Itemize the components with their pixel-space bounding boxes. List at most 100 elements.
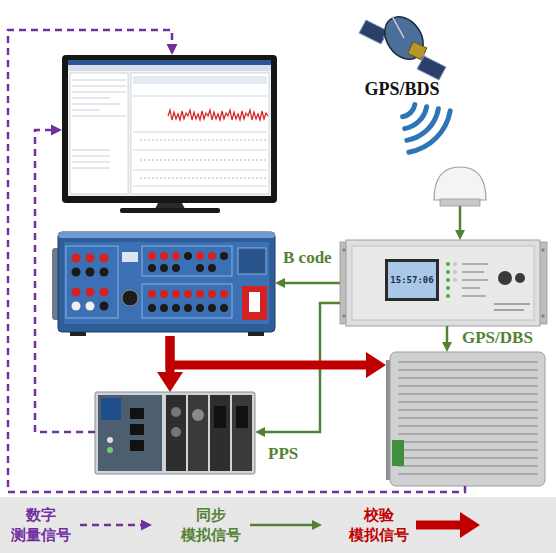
monitor-node [62, 55, 277, 213]
monitor-screen [68, 60, 271, 196]
controller-node [95, 392, 255, 474]
status-led [446, 294, 450, 298]
terminal-block [392, 440, 404, 466]
socket [148, 304, 156, 312]
lcd-screen [388, 262, 436, 298]
legend-text: 数字 测量信号 [8, 505, 74, 545]
antenna-illustration [434, 167, 486, 206]
solar-panel [417, 56, 446, 80]
interface-port [238, 248, 266, 274]
monitor-bezel [62, 55, 277, 203]
legend-line-sample [250, 524, 312, 527]
io-module [232, 395, 252, 471]
rack-screw [541, 314, 544, 317]
socket [86, 254, 95, 263]
front-panel [64, 242, 269, 324]
satellite-node: GPS/BDS [352, 5, 452, 103]
network-port [130, 424, 144, 435]
box-body [390, 352, 545, 486]
status-led [107, 447, 113, 453]
controller-badge [101, 398, 121, 420]
window-toolbar [68, 65, 271, 71]
legend-text: 同步 模拟信号 [178, 505, 244, 545]
case-foot [248, 332, 264, 336]
rack-screw [541, 248, 544, 251]
wave-arc [403, 105, 415, 117]
wireless-waves [403, 105, 451, 153]
socket [172, 252, 180, 260]
wave-arc [409, 111, 450, 152]
io-connector [236, 406, 248, 428]
maker-logo [498, 271, 512, 285]
legend-line-sample [80, 524, 141, 527]
usb-port [130, 440, 144, 451]
socket [160, 252, 168, 260]
socket [72, 268, 81, 277]
controller-illustration [95, 392, 255, 474]
socket [72, 302, 81, 311]
clock-illustration [340, 240, 547, 326]
rack-screw [342, 314, 345, 317]
panel-group [66, 246, 118, 318]
socket [86, 268, 95, 277]
socket [160, 290, 168, 298]
chassis [95, 392, 255, 474]
wave-arc [405, 107, 427, 129]
meas-signal-arrow [35, 130, 95, 432]
monitor-illustration [62, 55, 277, 213]
socket [172, 290, 180, 298]
side-panel [70, 73, 128, 194]
network-port [130, 408, 144, 419]
io-module [188, 395, 208, 471]
case-foot [70, 332, 86, 336]
main-socket [122, 290, 138, 306]
socket [160, 264, 168, 272]
socket [184, 252, 192, 260]
socket [100, 268, 109, 277]
socket [72, 288, 81, 297]
socket [172, 264, 180, 272]
check-signal-arrow [166, 336, 175, 372]
meas-signal-arrow [8, 30, 465, 492]
bnc-connector [171, 427, 181, 437]
panel-markings [494, 304, 530, 310]
status-led [453, 262, 457, 266]
socket [196, 252, 204, 260]
waveform-baseline [140, 140, 266, 178]
socket [86, 302, 95, 311]
status-led [453, 270, 457, 274]
satellite-label: GPS/BDS [352, 79, 452, 100]
panel-label [122, 252, 138, 262]
socket [196, 264, 204, 272]
panel-group [142, 246, 232, 276]
signal-label: PPS [268, 444, 298, 464]
sync-signal-arrow [285, 282, 340, 285]
dish-feed [392, 16, 404, 38]
socket [196, 290, 204, 298]
socket [86, 288, 95, 297]
embedded-box-node [386, 352, 545, 486]
socket [160, 304, 168, 312]
io-module [166, 395, 186, 471]
status-led [107, 437, 113, 443]
sync-signal-arrow [446, 326, 449, 342]
legend-text: 校验 模拟信号 [346, 505, 412, 545]
socket [100, 302, 109, 311]
status-led [446, 286, 450, 290]
socket [220, 252, 228, 260]
socket [220, 304, 228, 312]
socket [196, 304, 204, 312]
status-led [446, 270, 450, 274]
check-signal-arrow [170, 336, 366, 365]
socket [148, 290, 156, 298]
bnc-connector [171, 407, 181, 417]
socket [148, 264, 156, 272]
status-led [446, 262, 450, 266]
io-connector [214, 406, 226, 428]
socket [148, 252, 156, 260]
